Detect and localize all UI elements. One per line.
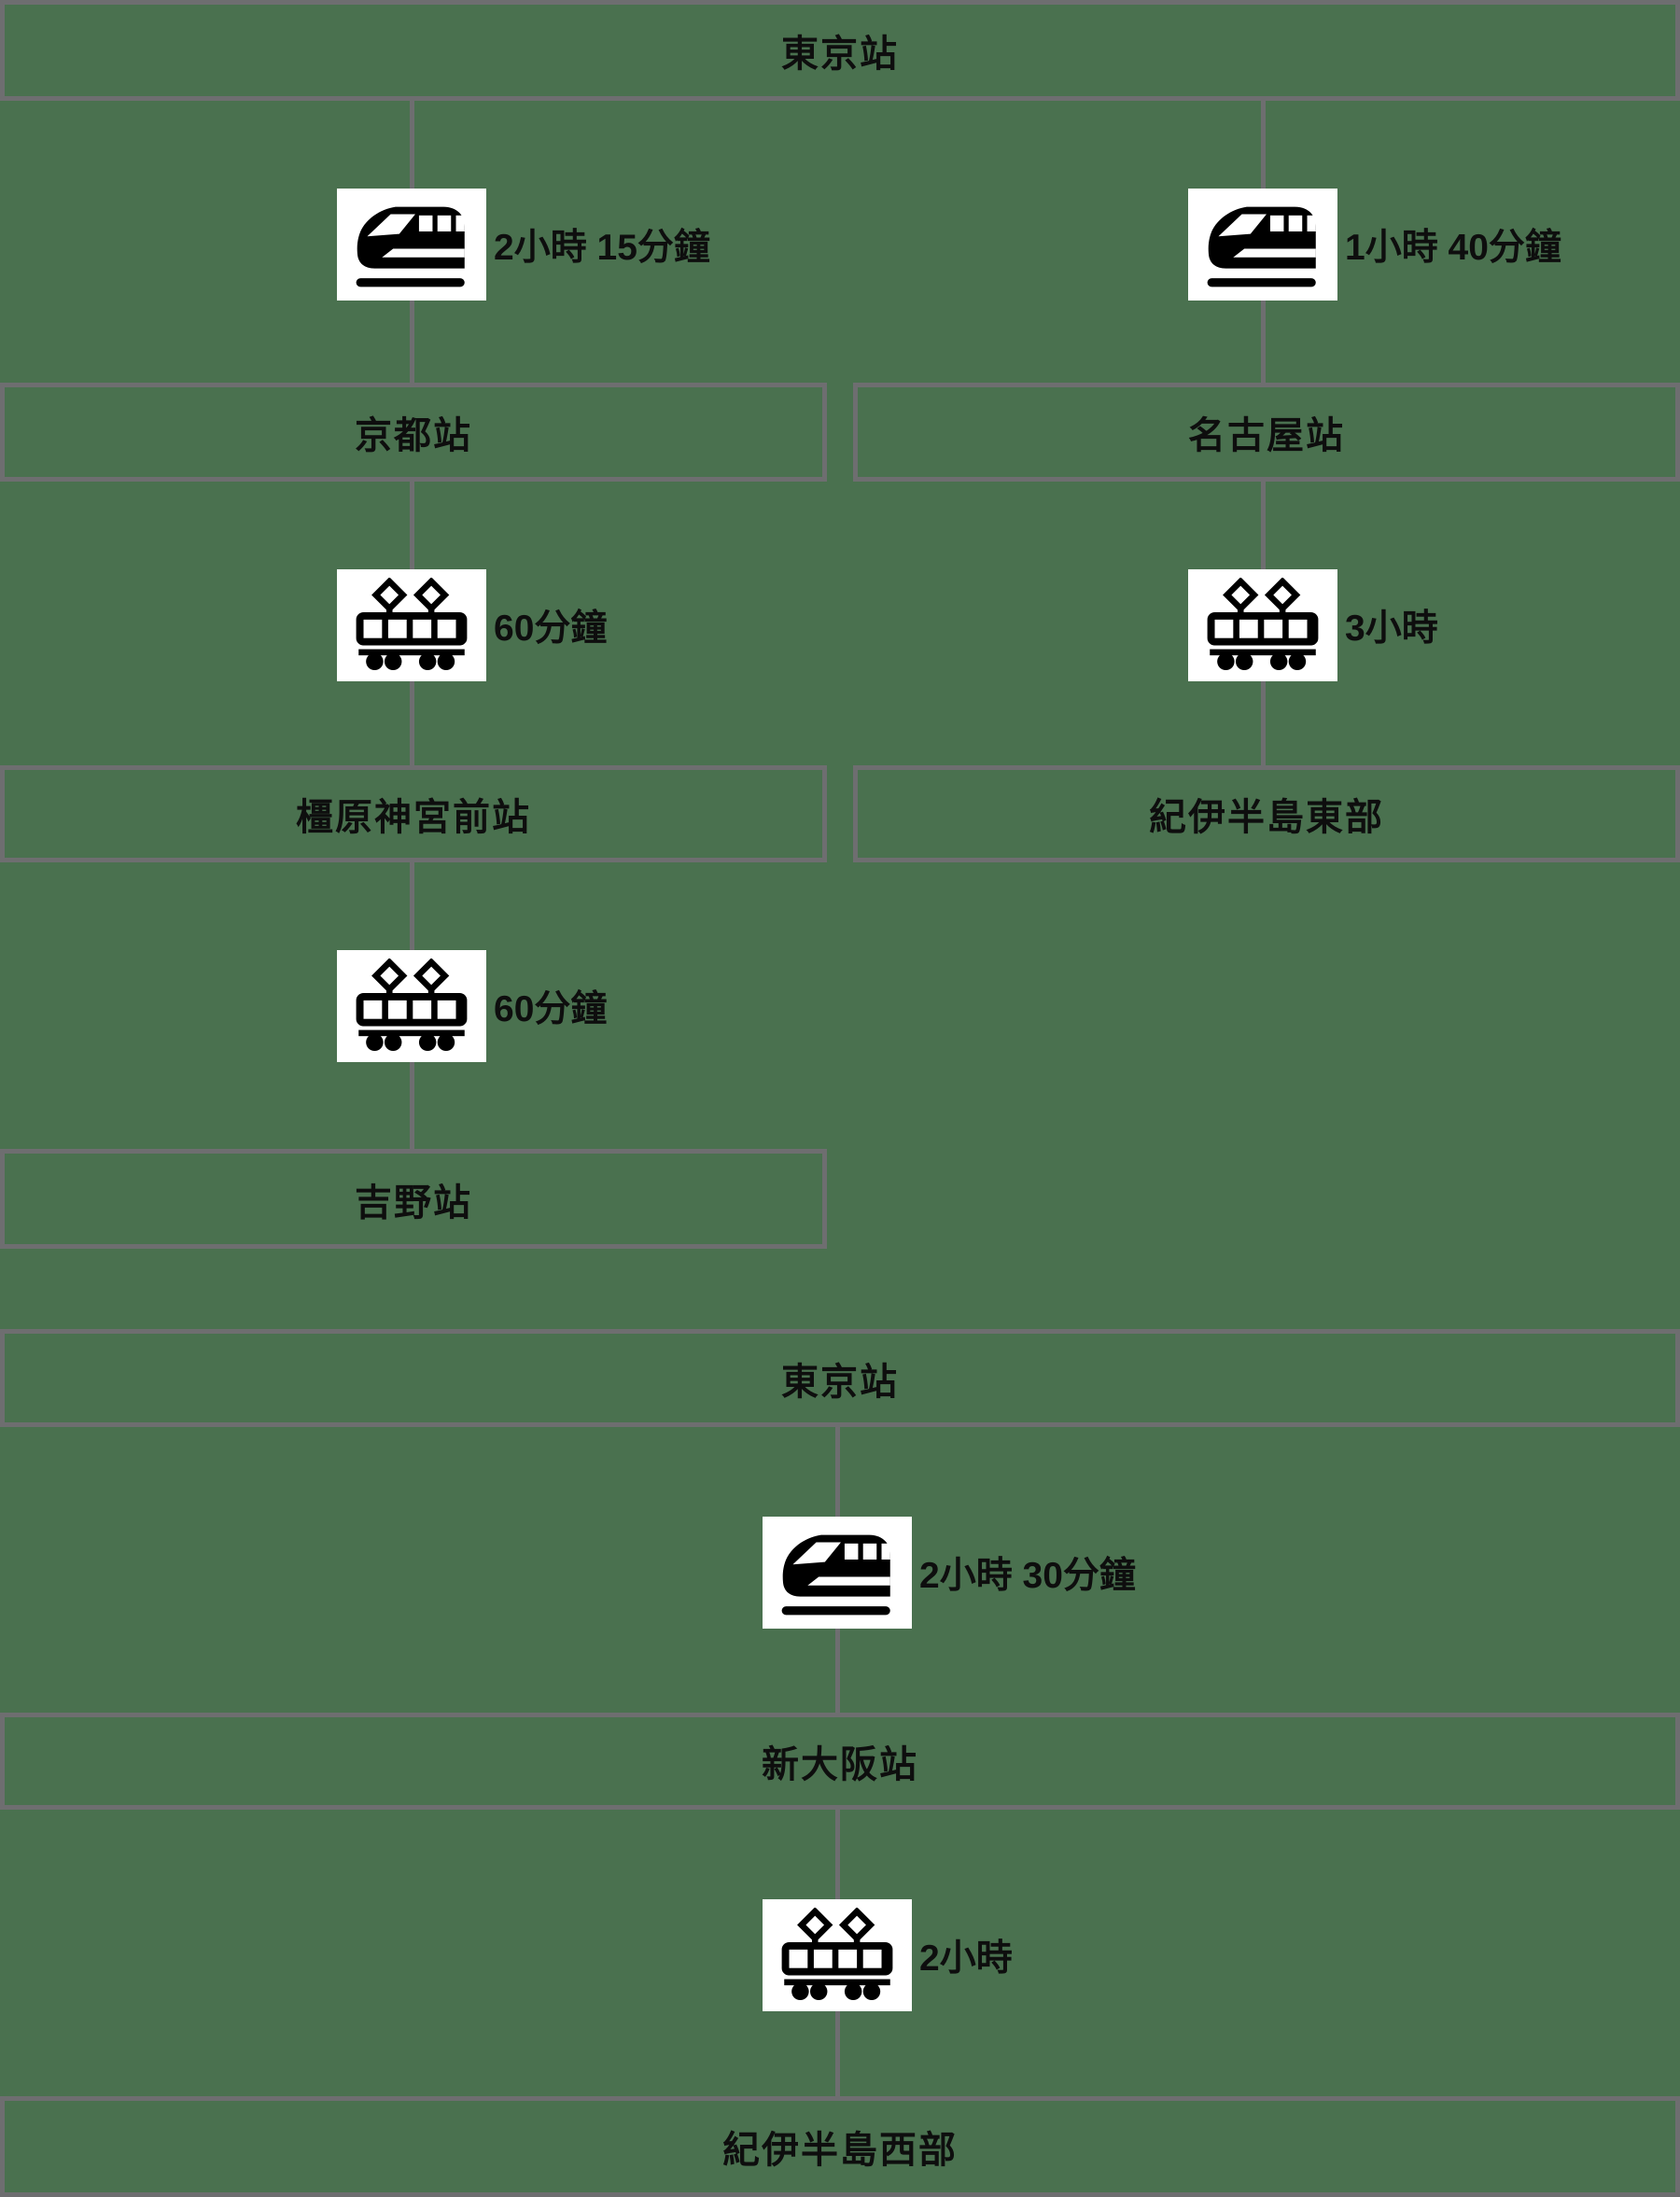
- station-box-kyoto: 京都站: [0, 383, 827, 482]
- transport-mode-box: [337, 569, 486, 681]
- shinkansen-icon: [781, 1534, 890, 1615]
- duration-label: 2小時: [919, 1938, 1013, 1979]
- shinkansen-icon: [356, 206, 465, 287]
- station-box-nagoya: 名古屋站: [853, 383, 1680, 482]
- duration-label: 60分鐘: [494, 609, 608, 649]
- transport-mode-box: [337, 189, 486, 301]
- duration-label: 1小時 40分鐘: [1345, 228, 1561, 268]
- duration-label: 3小時: [1345, 609, 1438, 649]
- station-box-shin-osaka: 新大阪站: [0, 1713, 1680, 1810]
- station-box-tokyo-1: 東京站: [0, 0, 1680, 101]
- transport-mode-box: [763, 1899, 912, 2011]
- station-box-kashihara-jingumae: 橿原神宮前站: [0, 765, 827, 862]
- local-train-icon: [356, 958, 468, 1051]
- station-box-kii-peninsula-west: 紀伊半島西部: [0, 2096, 1680, 2197]
- local-train-icon: [1207, 577, 1319, 670]
- station-box-kii-peninsula-east: 紀伊半島東部: [853, 765, 1680, 862]
- transport-mode-box: [337, 950, 486, 1062]
- shinkansen-icon: [1207, 206, 1316, 287]
- station-box-tokyo-2: 東京站: [0, 1329, 1680, 1427]
- duration-label: 2小時 30分鐘: [919, 1556, 1136, 1596]
- duration-label: 2小時 15分鐘: [494, 228, 710, 268]
- duration-label: 60分鐘: [494, 989, 608, 1029]
- transport-mode-box: [763, 1517, 912, 1629]
- transport-mode-box: [1188, 189, 1337, 301]
- transport-mode-box: [1188, 569, 1337, 681]
- station-box-yoshino: 吉野站: [0, 1149, 827, 1249]
- local-train-icon: [356, 577, 468, 670]
- local-train-icon: [781, 1907, 893, 2000]
